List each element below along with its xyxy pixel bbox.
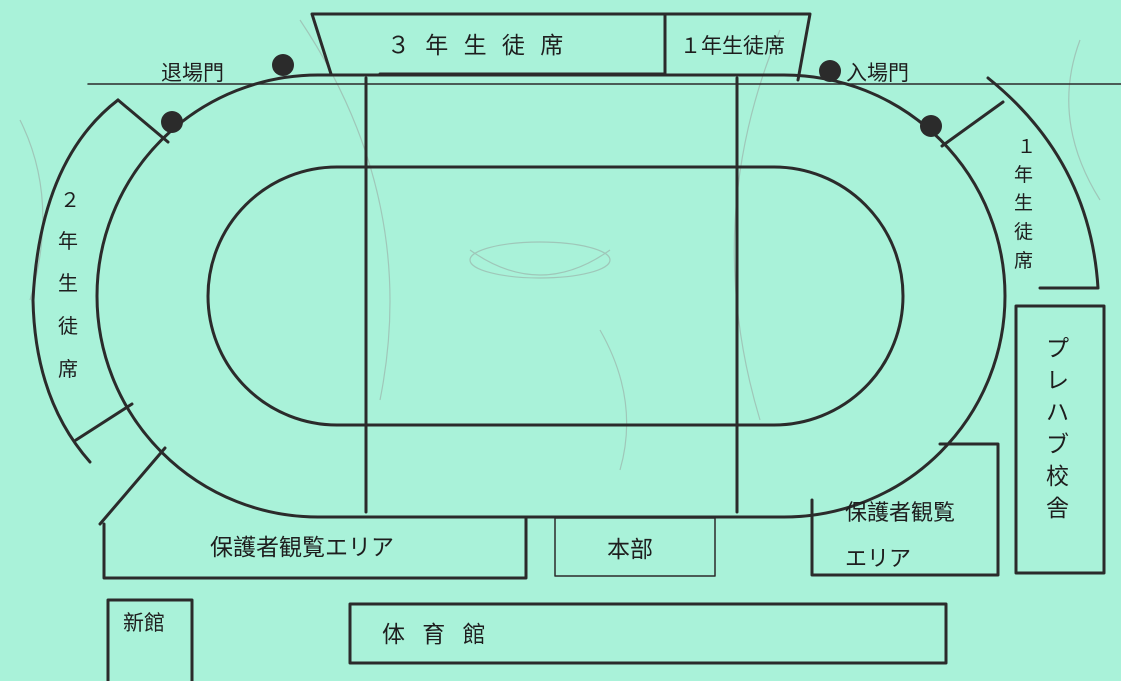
first-year-seats-right-label: １ 年 生 徒 席	[1014, 136, 1036, 272]
svg-text:ブ: ブ	[1046, 432, 1069, 458]
svg-text:席: 席	[1014, 250, 1033, 272]
svg-text:プ: プ	[1046, 336, 1069, 362]
second-year-seats: ２ 年 生 徒 席	[31, 98, 170, 464]
third-year-seats-label: ３ 年 生 徒 席	[387, 33, 567, 59]
svg-text:生: 生	[1014, 192, 1033, 214]
exit-gate: 退場門	[161, 54, 294, 133]
prefab-building: プ レ ハ ブ 校 舎	[1014, 304, 1106, 575]
headquarters: 本部	[554, 517, 716, 577]
first-year-seats-top: １年生徒席	[663, 12, 812, 82]
guardian-area-left-label: 保護者観覧エリア	[210, 535, 394, 561]
svg-text:校: 校	[1046, 464, 1069, 490]
entrance-gate: 入場門	[819, 60, 942, 137]
entrance-gate-marker	[819, 60, 841, 82]
svg-text:席: 席	[58, 357, 78, 381]
svg-text:舎: 舎	[1046, 496, 1069, 522]
first-year-seats-right: １ 年 生 徒 席	[940, 76, 1100, 290]
guardian-area-left: 保護者観覧エリア	[98, 446, 528, 580]
new-building-label: 新館	[123, 611, 165, 635]
exit-gate-marker	[272, 54, 294, 76]
first-year-seats-top-label: １年生徒席	[680, 34, 785, 58]
third-year-seats: ３ 年 生 徒 席	[310, 12, 667, 76]
gymnasium: 体 育 館	[348, 602, 948, 665]
guardian-area-right-label-2: エリア	[845, 547, 911, 572]
running-track	[95, 73, 1007, 519]
svg-text:２: ２	[60, 188, 80, 212]
svg-text:徒: 徒	[1014, 221, 1033, 243]
second-year-seats-label: ２ 年 生 徒 席	[58, 188, 80, 381]
svg-text:年: 年	[1014, 164, 1033, 186]
svg-text:ハ: ハ	[1046, 400, 1069, 426]
svg-text:レ: レ	[1046, 368, 1069, 394]
new-building: 新館	[106, 598, 194, 681]
exit-gate-label: 退場門	[161, 61, 224, 85]
entrance-gate-label: 入場門	[846, 61, 909, 85]
exit-gate-marker-2	[161, 111, 183, 133]
track-inner	[206, 165, 905, 427]
guardian-area-right-label-1: 保護者観覧	[845, 501, 955, 526]
guardian-area-right: 保護者観覧 エリア	[810, 442, 1000, 577]
svg-text:年: 年	[58, 229, 78, 253]
svg-text:徒: 徒	[58, 314, 78, 338]
svg-text:１: １	[1017, 136, 1036, 158]
track-outer	[95, 73, 1007, 519]
gymnasium-label: 体 育 館	[382, 622, 491, 648]
entrance-gate-marker-2	[920, 115, 942, 137]
svg-text:生: 生	[58, 271, 78, 295]
prefab-building-label: プ レ ハ ブ 校 舎	[1046, 336, 1069, 522]
headquarters-label: 本部	[607, 537, 653, 563]
background-sketch	[19, 19, 1101, 471]
